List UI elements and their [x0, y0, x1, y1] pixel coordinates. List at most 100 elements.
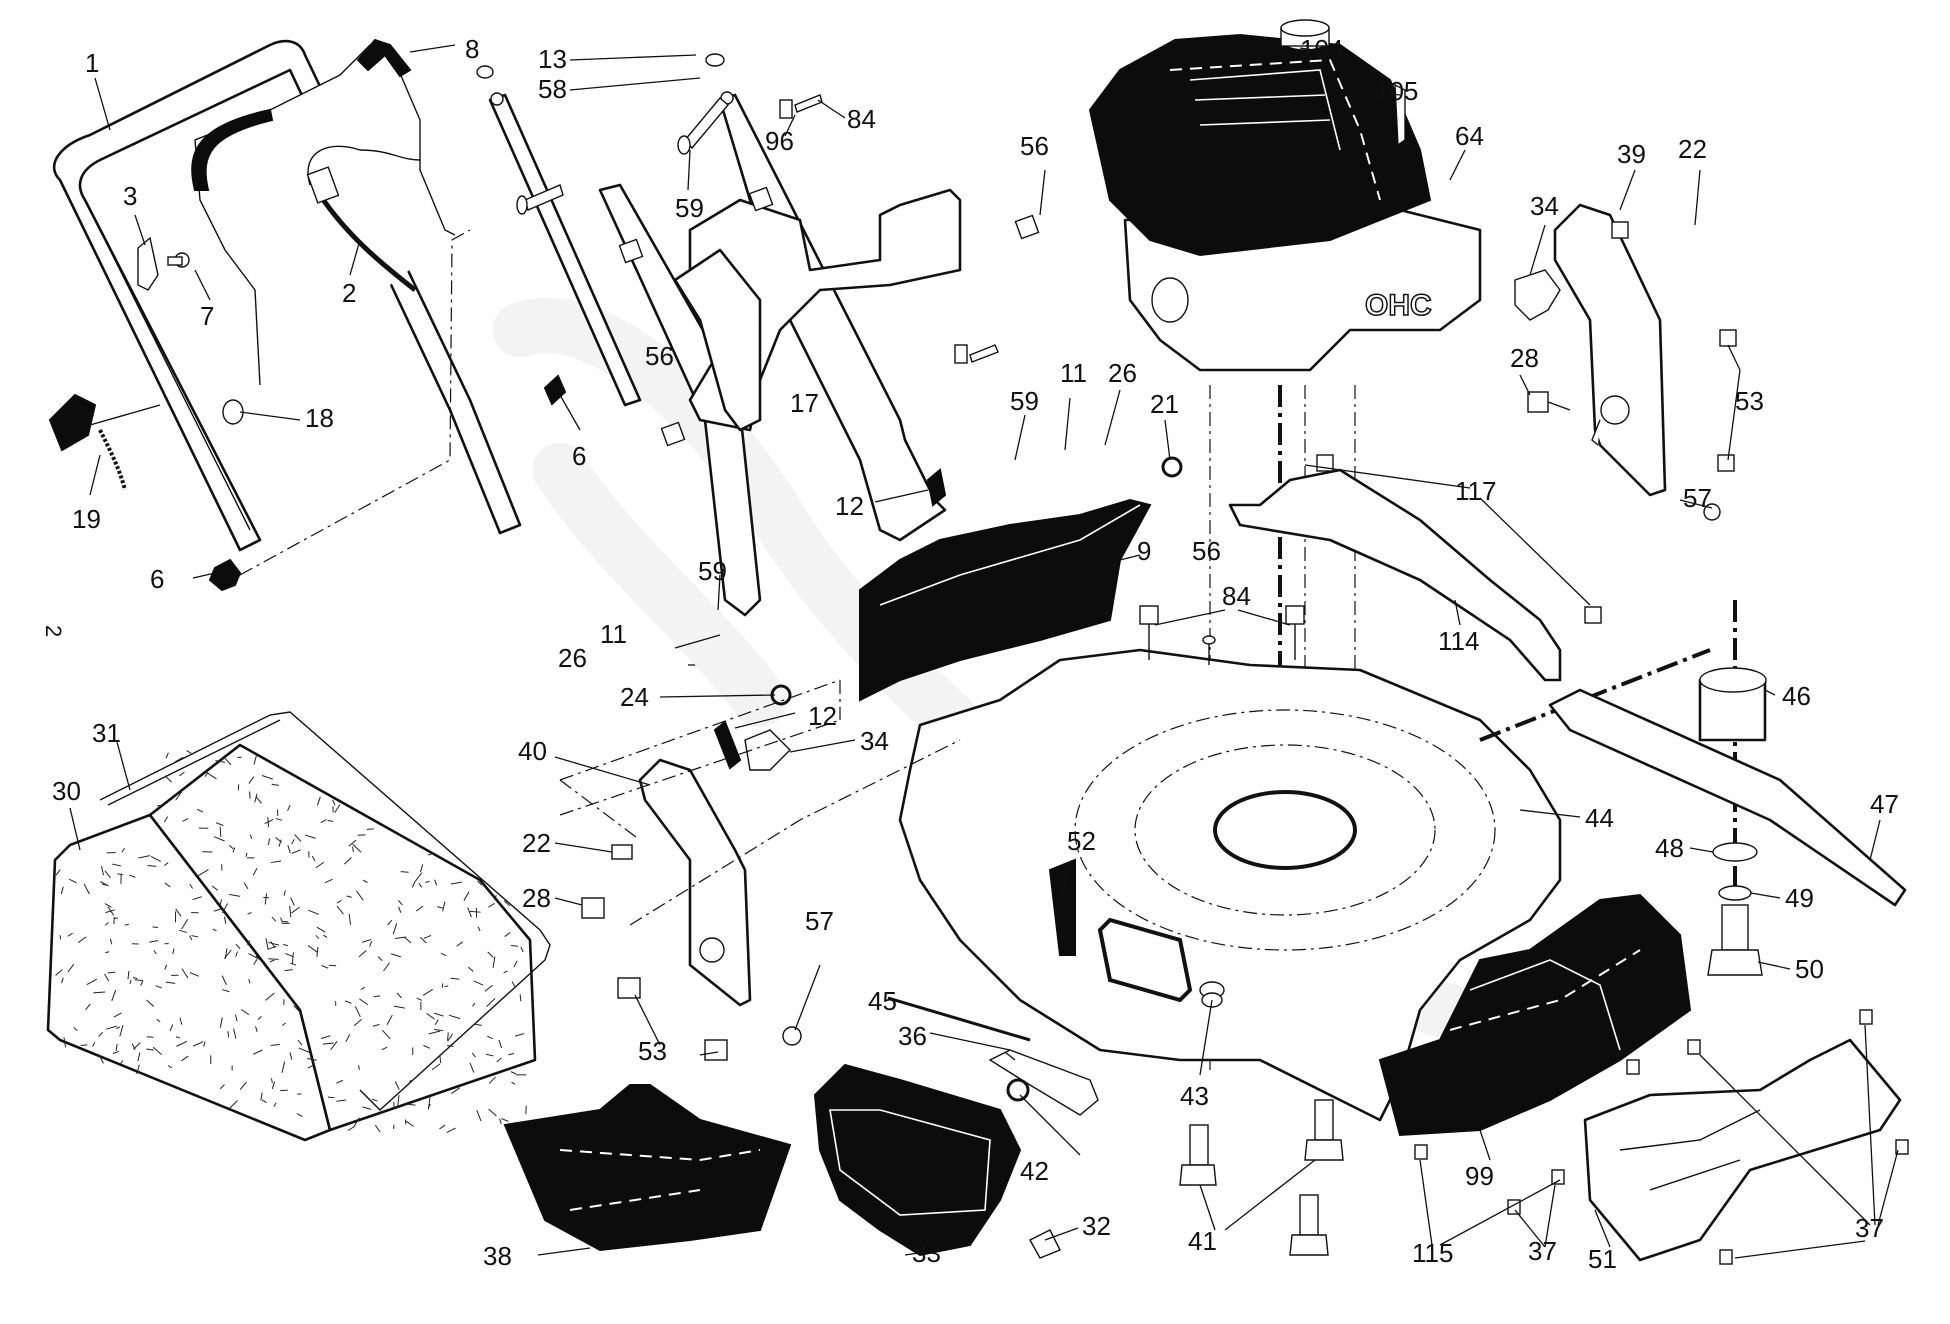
fabric-fleck — [477, 880, 483, 886]
fabric-fleck — [510, 944, 519, 947]
fabric-fleck — [298, 1047, 310, 1053]
fabric-fleck — [254, 793, 258, 803]
callout-label: 56 — [1192, 536, 1221, 566]
fabric-fleck — [348, 913, 352, 925]
fabric-fleck — [85, 1003, 91, 1011]
fabric-fleck — [323, 934, 328, 938]
fabric-fleck — [273, 1102, 277, 1108]
callout-label: 34 — [1530, 191, 1559, 221]
fabric-fleck — [393, 1124, 395, 1130]
fabric-fleck — [334, 804, 341, 813]
fabric-fleck — [404, 1103, 416, 1106]
callout-label: 48 — [1655, 833, 1684, 863]
callout-label: 56 — [1020, 131, 1049, 161]
fabric-fleck — [55, 869, 61, 876]
fabric-fleck — [420, 937, 427, 944]
callout-label: 39 — [1617, 139, 1646, 169]
callout-label: 26 — [558, 643, 587, 673]
fabric-fleck — [400, 871, 409, 873]
fabric-fleck — [513, 960, 518, 968]
fabric-fleck — [247, 912, 252, 915]
fabric-fleck — [229, 893, 241, 897]
fabric-fleck — [471, 1052, 476, 1058]
mulch-door-33 — [813, 1063, 1022, 1257]
fabric-fleck — [441, 983, 444, 988]
fabric-fleck — [514, 1033, 525, 1037]
fabric-fleck — [519, 994, 522, 1002]
fabric-fleck — [128, 874, 136, 878]
fabric-fleck — [520, 946, 524, 953]
fabric-fleck — [374, 1125, 381, 1133]
fabric-fleck — [186, 750, 192, 754]
fabric-fleck — [234, 1014, 238, 1022]
fabric-fleck — [179, 1017, 183, 1025]
fabric-fleck — [104, 903, 112, 908]
fabric-fleck — [228, 844, 234, 850]
fabric-fleck — [492, 956, 496, 968]
fabric-fleck — [182, 818, 189, 822]
clip-84-96 — [779, 94, 999, 364]
callout-label: 50 — [1795, 954, 1824, 984]
fabric-fleck — [86, 978, 98, 986]
fabric-fleck — [423, 934, 432, 939]
callout-label: 114 — [1438, 626, 1479, 656]
callout-label: 44 — [1585, 803, 1614, 833]
fabric-fleck — [229, 1100, 238, 1109]
fabric-fleck — [287, 845, 291, 854]
fabric-fleck — [352, 843, 362, 853]
lower-handle-left — [476, 65, 642, 407]
fabric-fleck — [146, 999, 155, 1007]
fabric-fleck — [61, 977, 64, 984]
control-cable — [306, 145, 421, 292]
fabric-fleck — [164, 964, 168, 970]
fabric-fleck — [146, 1036, 154, 1038]
fabric-fleck — [433, 1012, 444, 1017]
fabric-fleck — [330, 1040, 338, 1051]
fabric-fleck — [175, 1036, 181, 1039]
fabric-fleck — [155, 985, 162, 989]
fabric-fleck — [390, 953, 401, 958]
fabric-fleck — [152, 1046, 162, 1056]
fabric-fleck — [245, 852, 248, 857]
fabric-fleck — [107, 971, 116, 974]
fabric-fleck — [67, 932, 73, 937]
fabric-fleck — [257, 1015, 262, 1020]
lower-handle-right — [598, 53, 947, 617]
callout-label: 47 — [1870, 789, 1899, 819]
fabric-fleck — [248, 978, 251, 984]
callout-label: 41 — [1188, 1226, 1217, 1256]
rod-and-spring — [887, 992, 1223, 1259]
fabric-fleck — [219, 826, 222, 837]
deck-bolts — [1139, 605, 1305, 665]
fabric-fleck — [233, 1028, 237, 1039]
fabric-fleck — [501, 1118, 509, 1122]
fabric-fleck — [174, 756, 184, 763]
callout-label: 56 — [645, 341, 674, 371]
fabric-fleck — [358, 1065, 360, 1070]
fabric-fleck — [112, 1050, 119, 1054]
callout-label: 117 — [1455, 476, 1496, 506]
blade-assembly — [1479, 600, 1907, 976]
callout-label: 38 — [483, 1241, 512, 1271]
fabric-fleck — [422, 989, 433, 996]
callout-label: 11 — [1060, 358, 1087, 388]
fabric-fleck — [215, 822, 224, 826]
fabric-fleck — [164, 775, 172, 783]
callout-label: 104 — [1300, 34, 1343, 64]
cable-clip — [137, 236, 190, 291]
fabric-fleck — [248, 776, 255, 784]
fabric-fleck — [105, 909, 115, 914]
fabric-fleck — [179, 929, 187, 933]
rear-skirt — [1228, 454, 1602, 682]
fabric-fleck — [450, 977, 460, 980]
fabric-fleck — [419, 864, 424, 873]
fabric-fleck — [487, 1035, 493, 1040]
fabric-fleck — [140, 980, 144, 986]
fabric-fleck — [117, 873, 124, 876]
fabric-fleck — [487, 951, 494, 958]
side-discharge-chute-38 — [503, 1084, 792, 1252]
fabric-fleck — [511, 981, 516, 988]
fabric-fleck — [255, 1026, 258, 1033]
fabric-fleck — [265, 938, 269, 950]
fabric-fleck — [181, 1055, 189, 1062]
